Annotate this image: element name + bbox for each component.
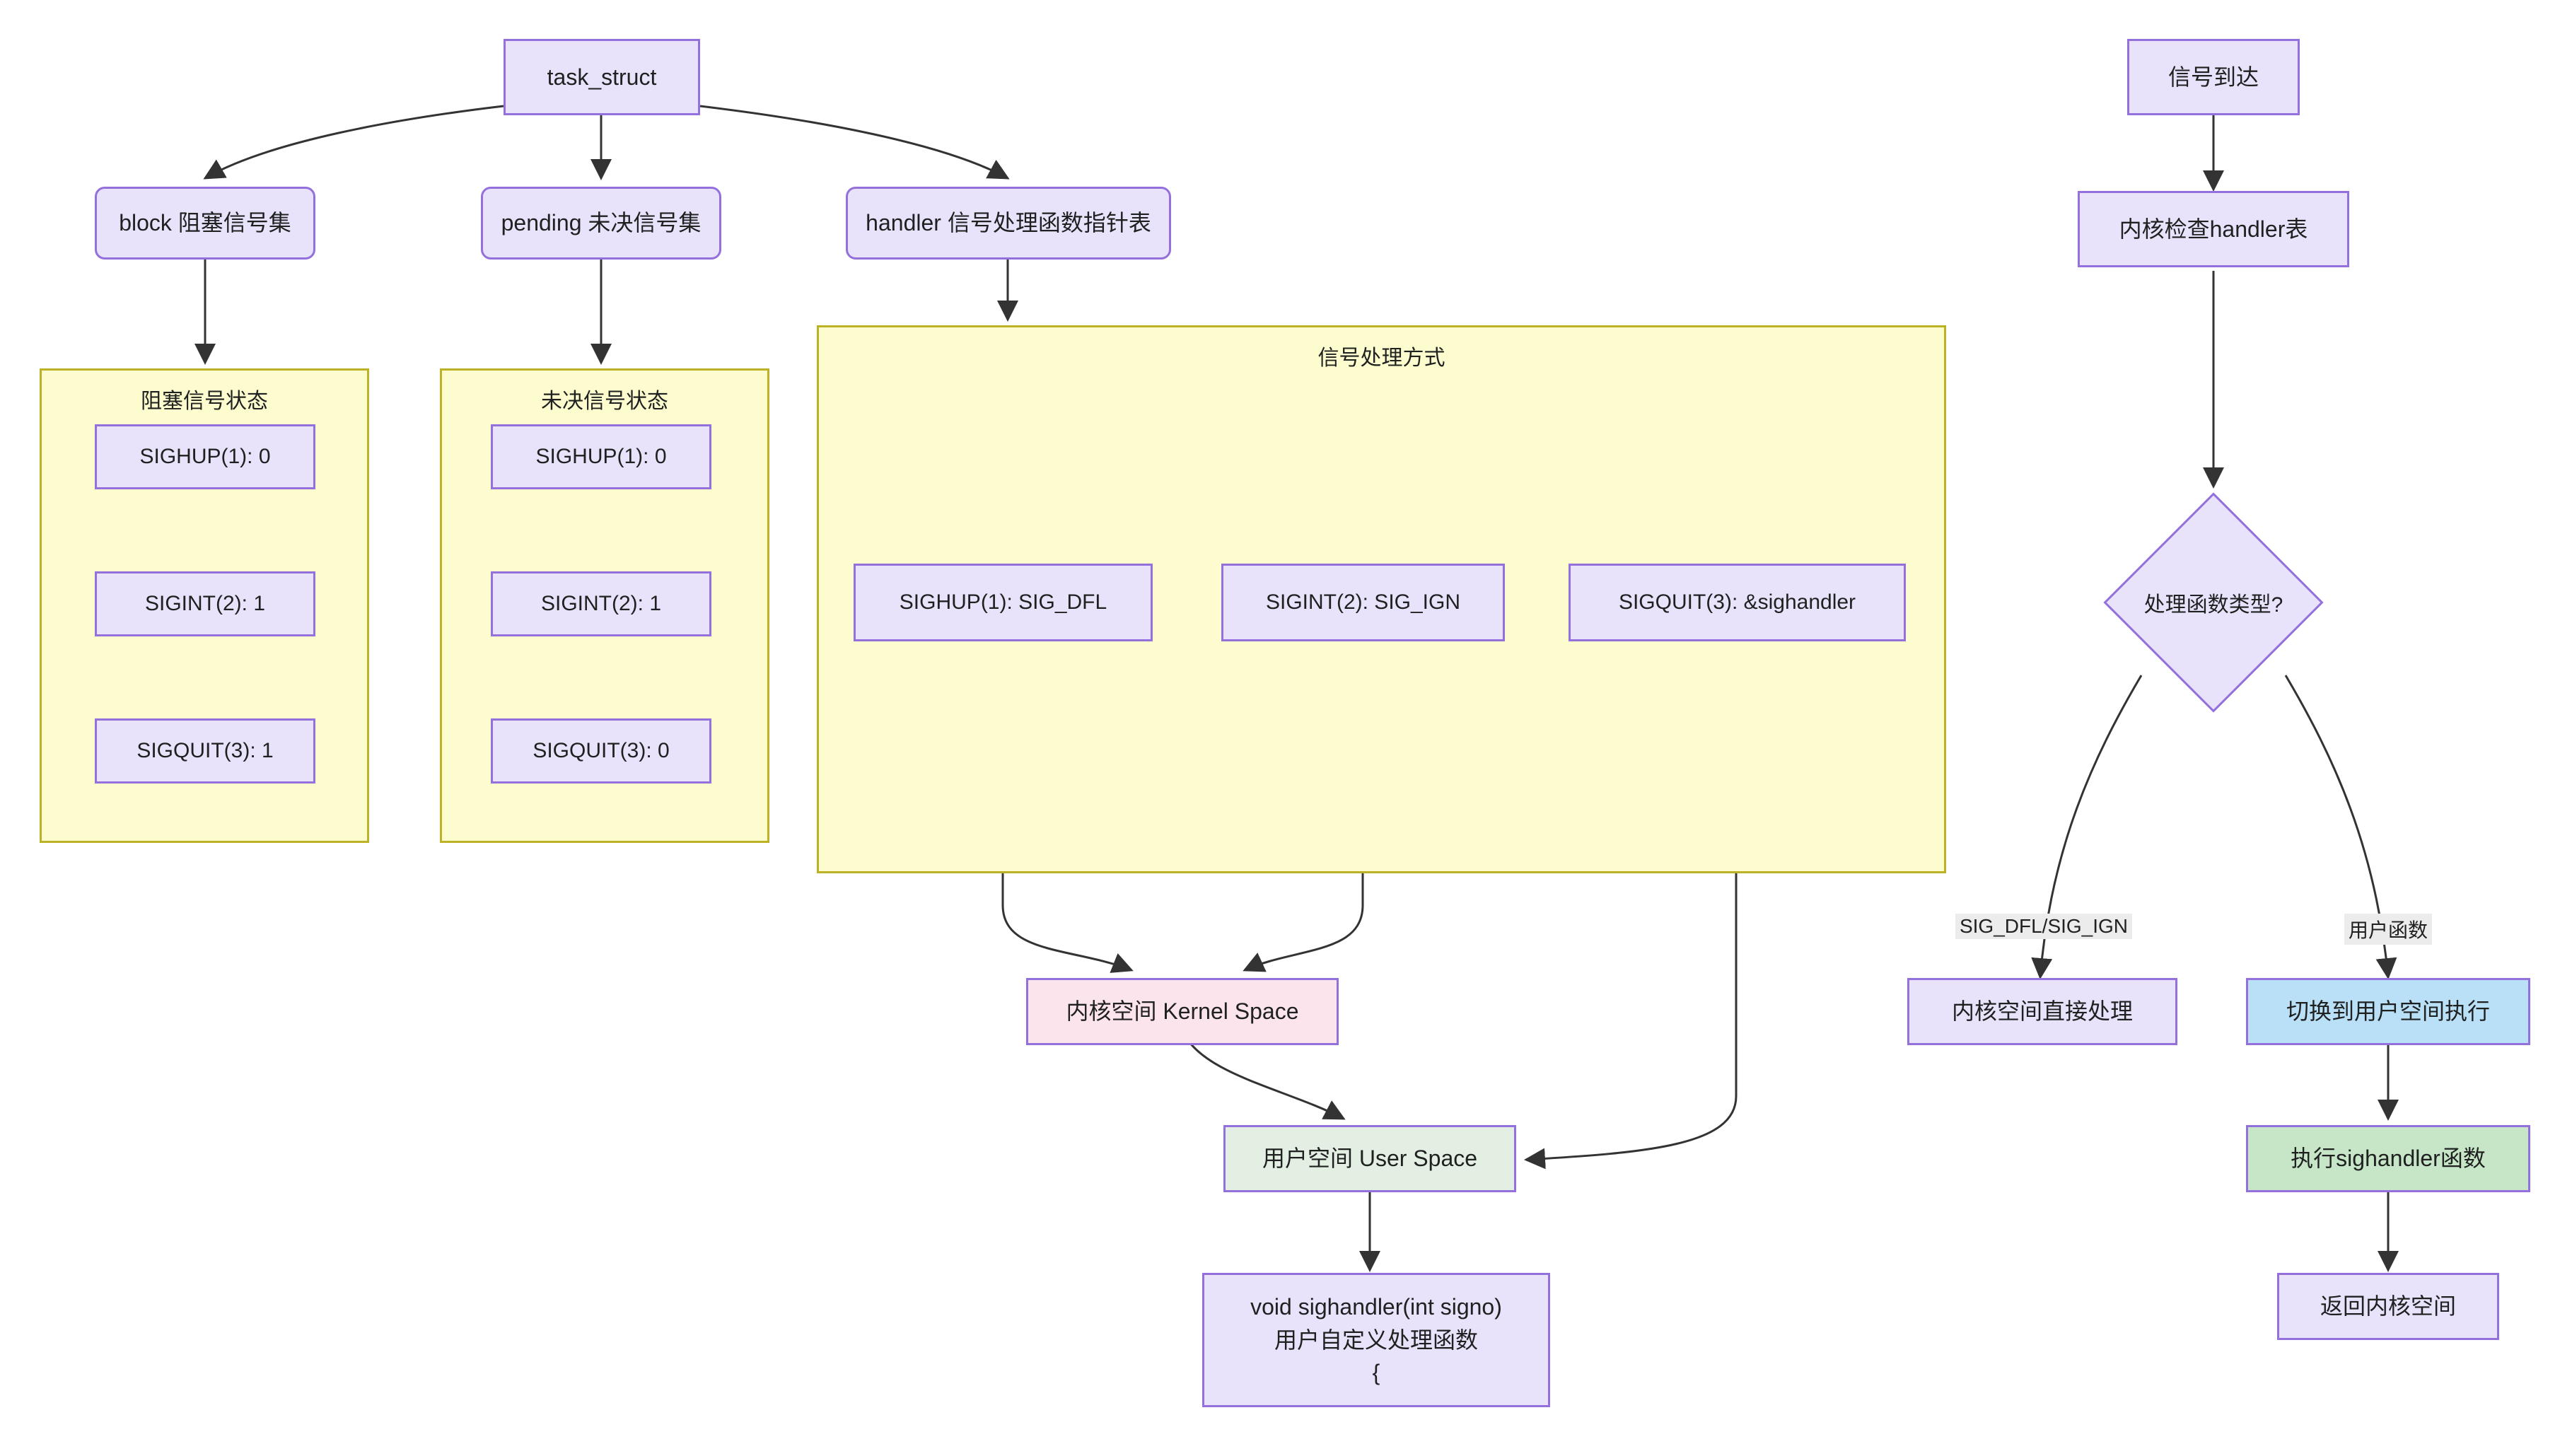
node-pending-sigint-label: SIGINT(2): 1 bbox=[540, 592, 662, 616]
node-kernel-check-label: 内核检查handler表 bbox=[2119, 216, 2308, 242]
node-pending-sighup-label: SIGHUP(1): 0 bbox=[535, 445, 667, 469]
cluster-handling-title: 信号处理方式 bbox=[1317, 346, 1445, 370]
node-handling-sighup-sigdfl[interactable]: SIGHUP(1): SIG_DFL bbox=[854, 564, 1153, 641]
node-user-space[interactable]: 用户空间 User Space bbox=[1223, 1125, 1516, 1192]
node-task-struct-label: task_struct bbox=[547, 64, 657, 90]
node-handling-sigint-sigign[interactable]: SIGINT(2): SIG_IGN bbox=[1221, 564, 1505, 641]
node-switch-user-label: 切换到用户空间执行 bbox=[2286, 998, 2490, 1025]
node-handling-sigquit-label: SIGQUIT(3): &sighandler bbox=[1618, 590, 1856, 615]
node-task-struct[interactable]: task_struct bbox=[504, 39, 700, 115]
node-blocked-sigint-label: SIGINT(2): 1 bbox=[144, 592, 266, 616]
cluster-pending-title: 未决信号状态 bbox=[541, 390, 668, 413]
node-kernel-check-handler-table[interactable]: 内核检查handler表 bbox=[2078, 191, 2349, 267]
node-return-to-kernel-space[interactable]: 返回内核空间 bbox=[2277, 1273, 2499, 1340]
node-pending-sighup[interactable]: SIGHUP(1): 0 bbox=[491, 424, 711, 489]
edge-task-to-block bbox=[203, 105, 504, 180]
node-user-space-label: 用户空间 User Space bbox=[1262, 1146, 1478, 1172]
node-signal-arrive-label: 信号到达 bbox=[2167, 64, 2259, 90]
node-pending-sigquit-label: SIGQUIT(3): 0 bbox=[533, 739, 670, 763]
edge-label-default-ignore: SIG_DFL/SIG_IGN bbox=[1955, 914, 2133, 939]
node-sighandler-body[interactable]: void sighandler(int signo) 用户自定义处理函数 { bbox=[1202, 1273, 1550, 1407]
node-kernel-direct-handle[interactable]: 内核空间直接处理 bbox=[1907, 978, 2177, 1045]
node-kernel-space[interactable]: 内核空间 Kernel Space bbox=[1026, 978, 1339, 1045]
node-kernel-space-label: 内核空间 Kernel Space bbox=[1066, 998, 1299, 1025]
node-handler-table[interactable]: handler 信号处理函数指针表 bbox=[846, 187, 1171, 260]
node-pending-sigint[interactable]: SIGINT(2): 1 bbox=[491, 571, 711, 636]
node-switch-to-user-space[interactable]: 切换到用户空间执行 bbox=[2246, 978, 2530, 1045]
node-blocked-sigquit[interactable]: SIGQUIT(3): 1 bbox=[95, 718, 315, 784]
node-block-signal-set[interactable]: block 阻塞信号集 bbox=[95, 187, 315, 260]
node-blocked-sigint[interactable]: SIGINT(2): 1 bbox=[95, 571, 315, 636]
node-block-label: block 阻塞信号集 bbox=[119, 210, 291, 236]
cluster-blocked-title: 阻塞信号状态 bbox=[141, 390, 268, 413]
node-sighandler-body-line3: { bbox=[1372, 1360, 1380, 1386]
edge-label-user-function-text: 用户函数 bbox=[2348, 919, 2428, 941]
node-handling-sigint-label: SIGINT(2): SIG_IGN bbox=[1265, 590, 1461, 615]
node-blocked-sighup-label: SIGHUP(1): 0 bbox=[139, 445, 271, 469]
node-execute-sighandler[interactable]: 执行sighandler函数 bbox=[2246, 1125, 2530, 1192]
node-pending-label: pending 未决信号集 bbox=[501, 210, 702, 236]
node-exec-sighandler-label: 执行sighandler函数 bbox=[2291, 1146, 2486, 1172]
node-return-kernel-label: 返回内核空间 bbox=[2320, 1293, 2456, 1320]
node-pending-sigquit[interactable]: SIGQUIT(3): 0 bbox=[491, 718, 711, 784]
node-handler-label: handler 信号处理函数指针表 bbox=[866, 210, 1151, 236]
node-decision-label-wrap: 处理函数类型? bbox=[2086, 581, 2341, 624]
edge-label-user-function: 用户函数 bbox=[2344, 914, 2433, 945]
node-handling-sigquit-sighandler[interactable]: SIGQUIT(3): &sighandler bbox=[1569, 564, 1906, 641]
node-signal-arrive[interactable]: 信号到达 bbox=[2127, 39, 2300, 115]
node-blocked-sighup[interactable]: SIGHUP(1): 0 bbox=[95, 424, 315, 489]
node-pending-signal-set[interactable]: pending 未决信号集 bbox=[481, 187, 721, 260]
node-sighandler-body-line1: void sighandler(int signo) bbox=[1250, 1294, 1502, 1320]
node-blocked-sigquit-label: SIGQUIT(3): 1 bbox=[136, 739, 274, 763]
node-decision-label: 处理函数类型? bbox=[2143, 593, 2283, 617]
edge-task-to-handler bbox=[699, 105, 1010, 180]
edge-label-default-ignore-text: SIG_DFL/SIG_IGN bbox=[1959, 915, 2129, 937]
node-kernel-direct-label: 内核空间直接处理 bbox=[1951, 998, 2133, 1025]
node-handling-sighup-label: SIGHUP(1): SIG_DFL bbox=[899, 590, 1107, 615]
node-sighandler-body-line2: 用户自定义处理函数 bbox=[1274, 1327, 1478, 1353]
